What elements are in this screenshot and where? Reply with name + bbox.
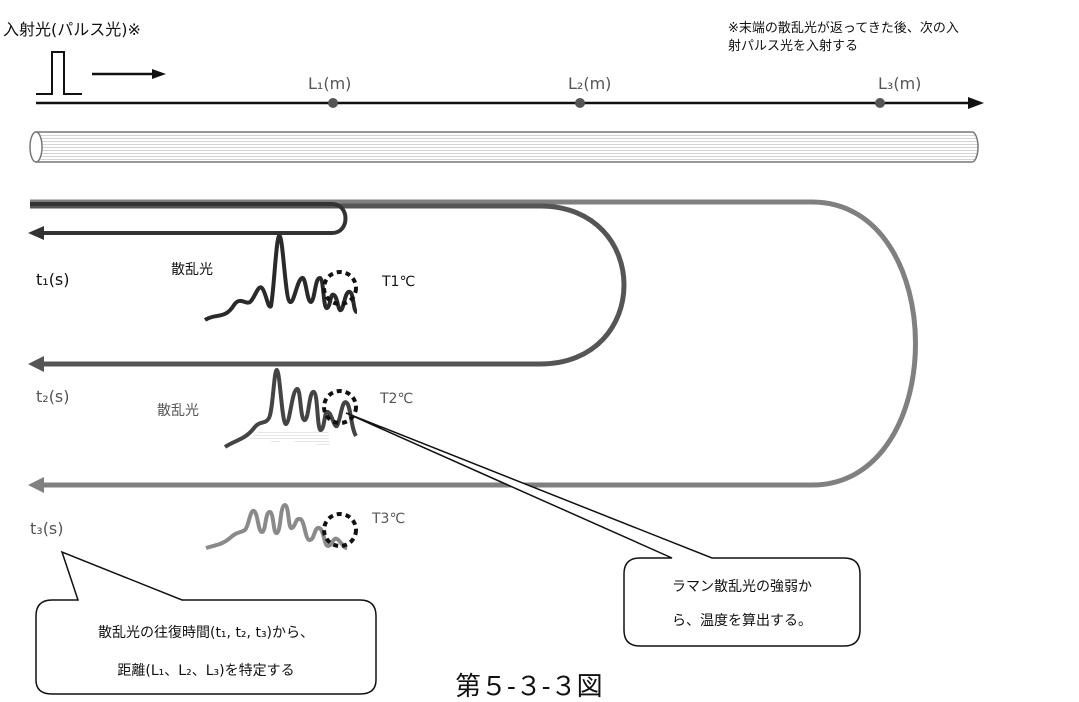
figure-caption: 第５-３-３図 [455, 672, 603, 702]
axis-point-L2 [575, 98, 585, 108]
return-time-t3: t₃(s) [30, 519, 64, 538]
distance-axis-arrowhead [968, 97, 984, 109]
axis-label-L2: L₂(m) [568, 74, 612, 93]
scatter-label-1: 散乱光 [171, 262, 213, 278]
scatter-label-2: 散乱光 [157, 403, 199, 419]
axis-label-L1: L₁(m) [308, 74, 352, 93]
pulse-arrow-head [152, 69, 166, 79]
callout-left-line-2: 距離(L₁、L₂、L₃)を特定する [117, 663, 295, 679]
callout-left-bubble [35, 550, 377, 695]
highlight-circle-3 [322, 512, 358, 548]
optical-fiber [35, 131, 979, 163]
loop-t3 [30, 199, 918, 488]
note-line-2: 射パルス光を入射する [728, 39, 859, 54]
return-time-t2: t₂(s) [36, 387, 70, 406]
callout-right-line-2: ら、温度を算出する。 [672, 613, 812, 629]
note-line-1: ※末端の散乱光が返ってきた後、次の入 [728, 21, 959, 36]
temperature-T3: T3℃ [372, 511, 406, 527]
scatter-waveform-1 [203, 233, 359, 322]
pulse-symbol [36, 51, 82, 95]
axis-label-L3: L₃(m) [878, 74, 922, 93]
arrow-t3 [28, 477, 44, 493]
arrow-t1 [28, 226, 44, 240]
loop-t1 [30, 202, 348, 235]
callout-left-line-1: 散乱光の往復時間(t₁, t₂, t₃)から、 [97, 625, 315, 641]
loop-t2 [30, 203, 627, 367]
scatter-waveform-2 [223, 367, 358, 449]
temperature-T1: T1℃ [382, 274, 416, 290]
return-time-t1: t₁(s) [36, 270, 70, 289]
temperature-T2: T2℃ [380, 391, 414, 407]
arrow-t2 [28, 356, 44, 372]
incident-light-label: 入射光(パルス光)※ [3, 20, 141, 39]
scatter-waveform-2-fill [248, 430, 330, 446]
highlight-circle-2 [322, 389, 358, 425]
callout-right-bubble [345, 412, 861, 647]
optical-fiber-end [29, 131, 43, 163]
axis-point-L3 [875, 98, 885, 108]
axis-point-L1 [328, 98, 338, 108]
scatter-waveform-3 [205, 503, 348, 550]
highlight-circle-1 [322, 270, 358, 306]
callout-right-line-1: ラマン散乱光の強弱か [672, 579, 812, 595]
